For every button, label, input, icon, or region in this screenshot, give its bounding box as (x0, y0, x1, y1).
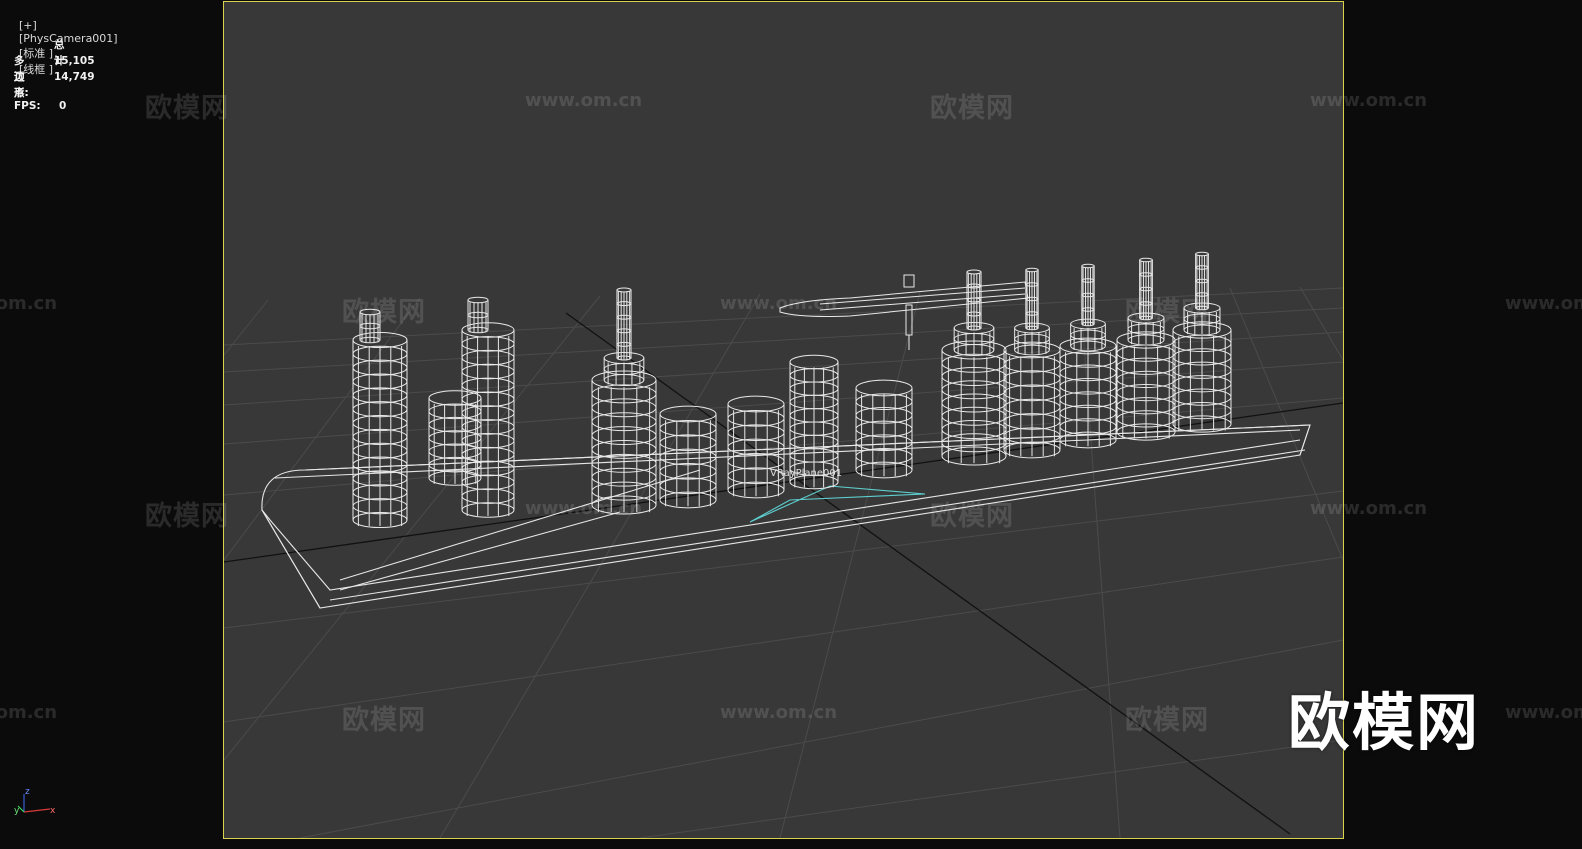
ground-grid (224, 286, 1343, 838)
viewport-shading-menu[interactable]: [标准 ] (19, 47, 54, 60)
axis-gizmo-icon: z x y (14, 787, 56, 816)
viewport-display-mode-menu[interactable]: [线框 ] (19, 63, 54, 76)
fps-label: FPS: (14, 100, 41, 112)
fps-readout: FPS: 0 (14, 100, 66, 112)
stats-header: 总计 (54, 39, 65, 67)
object-label: VRayPlane001 (770, 468, 842, 479)
axis-x-label: x (50, 806, 56, 816)
vertices-label: 顶点: (14, 71, 29, 99)
pipette-wireframe[interactable] (779, 274, 1029, 350)
viewport-menu-plus[interactable]: [+] (19, 19, 37, 32)
vertices-value: 14,749 (54, 71, 95, 83)
fps-value: 0 (59, 100, 67, 112)
tray-wireframe[interactable] (261, 424, 1311, 609)
brand-watermark-logo: 欧模网 (1288, 686, 1481, 759)
vray-plane[interactable] (749, 485, 926, 523)
polygons-label: 多边形: (14, 55, 29, 99)
viewport-label: [+] [PhysCamera001] [标准 ] [线框 ] (5, 6, 123, 90)
axis-y-label: y (14, 806, 20, 816)
axis-z-label: z (25, 787, 30, 797)
polygons-value: 15,105 (54, 55, 95, 67)
viewport-camera-menu[interactable]: [PhysCamera001] (19, 32, 118, 45)
bottle-wireframes[interactable] (352, 251, 1232, 529)
